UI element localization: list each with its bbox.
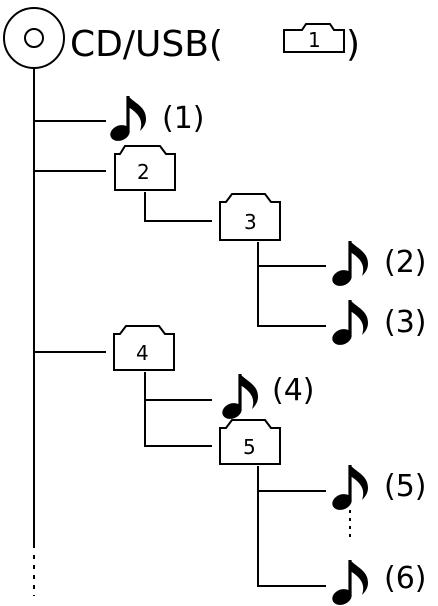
music-note-icon: [328, 463, 370, 515]
folder-number-2: 2: [137, 160, 150, 184]
track-label-6: (6): [384, 561, 427, 596]
track-label-1: (1): [162, 101, 205, 136]
folder-icon: [219, 193, 281, 241]
folder-number-5: 5: [243, 435, 256, 459]
track-label-4: (4): [272, 373, 315, 408]
folder-icon: [113, 325, 175, 371]
root-close-paren: ): [346, 24, 360, 65]
music-note-icon: [218, 372, 260, 424]
folder-icon: [219, 419, 281, 465]
folder-icon: [114, 145, 176, 191]
folder-number-3: 3: [244, 210, 257, 234]
music-note-icon: [328, 298, 370, 350]
music-note-icon: [106, 94, 148, 146]
track-label-2: (2): [384, 245, 427, 280]
root-label: CD/USB(: [70, 24, 223, 65]
branch-folder-4-children: [144, 372, 212, 447]
track-label-5: (5): [384, 469, 427, 504]
disc-icon: [3, 7, 65, 69]
track-label-3: (3): [384, 305, 427, 340]
folder-number-4: 4: [136, 341, 149, 365]
root-folder-number: 1: [308, 28, 321, 52]
music-note-icon: [328, 558, 370, 606]
branch-folder-3: [144, 192, 212, 222]
branch-folder-5-children: [257, 466, 326, 587]
branch-folder-3-children: [257, 242, 326, 327]
root-folder-icon: [283, 23, 345, 53]
music-note-icon: [328, 239, 370, 291]
